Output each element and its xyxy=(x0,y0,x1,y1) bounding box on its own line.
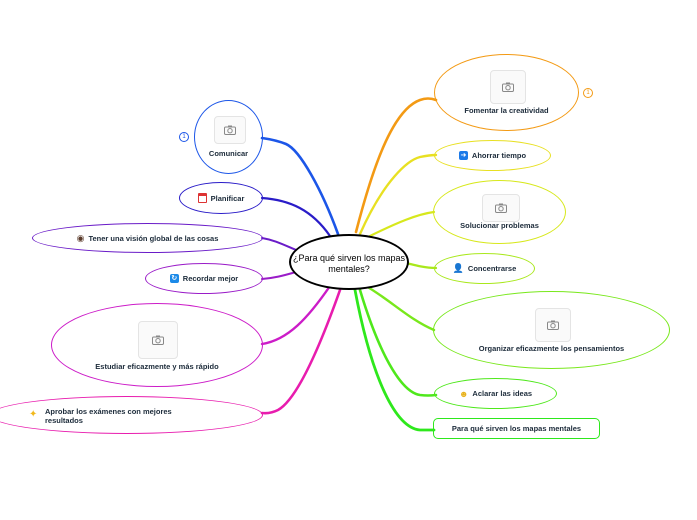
branch-para-que xyxy=(353,288,436,432)
topic-aprobar-label: Aprobar los exámenes con mejores resulta… xyxy=(45,407,172,425)
topic-comunicar[interactable]: Comunicar xyxy=(194,100,263,174)
branch-organizar xyxy=(364,284,436,332)
branch-fomentar xyxy=(354,97,438,234)
camera-icon xyxy=(534,308,571,342)
branch-comunicar xyxy=(260,136,340,236)
topic-vision[interactable]: ◉ Tener una visión global de las cosas xyxy=(32,223,263,253)
topic-comunicar-label: Comunicar xyxy=(208,149,249,158)
topic-para-que-label: Para qué sirven los mapas mentales xyxy=(451,424,582,433)
topic-aprobar[interactable]: ✦ Aprobar los exámenes con mejores resul… xyxy=(0,396,263,434)
arrow-right-icon: ➜ xyxy=(458,151,468,160)
topic-concentrarse-label: Concentrarse xyxy=(467,264,517,273)
topic-aclarar-label: Aclarar las ideas xyxy=(472,389,533,398)
eye-icon: ◉ xyxy=(76,232,85,243)
camera-icon xyxy=(481,194,520,222)
fomentar-count-badge[interactable]: 1 xyxy=(583,88,593,98)
topic-ahorrar-label: Ahorrar tiempo xyxy=(471,151,527,160)
topic-fomentar-label: Fomentar la creatividad xyxy=(464,106,549,115)
topic-estudiar[interactable]: Estudiar eficazmente y más rápido xyxy=(51,303,263,387)
branch-planificar xyxy=(260,196,332,238)
central-topic-label: ¿Para qué sirven los mapas mentales? xyxy=(292,253,406,274)
calendar-icon xyxy=(197,193,207,203)
star-icon: ✦ xyxy=(29,409,38,420)
smiley-icon: ☻ xyxy=(458,388,469,399)
comunicar-count-badge[interactable]: 1 xyxy=(179,132,189,142)
branch-aclarar xyxy=(358,288,438,397)
camera-icon xyxy=(489,70,526,104)
branch-solucionar xyxy=(364,210,436,240)
branch-estudiar xyxy=(260,284,332,346)
topic-aclarar[interactable]: ☻ Aclarar las ideas xyxy=(434,378,557,409)
topic-concentrarse[interactable]: 👤 Concentrarse xyxy=(434,253,535,284)
topic-recordar-label: Recordar mejor xyxy=(182,274,239,283)
camera-icon xyxy=(138,321,178,359)
topic-organizar-label: Organizar eficazmente los pensamientos xyxy=(478,344,625,353)
branch-vision xyxy=(261,237,297,251)
person-icon: 👤 xyxy=(452,263,464,273)
topic-solucionar[interactable]: Solucionar problemas xyxy=(433,180,566,244)
branch-ahorrar xyxy=(358,153,438,236)
topic-organizar[interactable]: Organizar eficazmente los pensamientos xyxy=(433,291,670,369)
refresh-icon: ↻ xyxy=(169,274,179,283)
topic-planificar[interactable]: Planificar xyxy=(179,182,263,214)
topic-para-que[interactable]: Para qué sirven los mapas mentales xyxy=(433,418,600,439)
central-topic[interactable]: ¿Para qué sirven los mapas mentales? xyxy=(289,234,409,290)
topic-planificar-label: Planificar xyxy=(210,193,245,203)
topic-ahorrar[interactable]: ➜ Ahorrar tiempo xyxy=(434,140,551,171)
branch-recordar xyxy=(261,271,297,280)
topic-vision-label: Tener una visión global de las cosas xyxy=(88,233,219,243)
topic-fomentar[interactable]: Fomentar la creatividad xyxy=(434,54,579,131)
topic-solucionar-label: Solucionar problemas xyxy=(460,221,539,230)
topic-recordar[interactable]: ↻ Recordar mejor xyxy=(145,263,263,294)
branch-aprobar xyxy=(260,288,342,415)
camera-icon xyxy=(213,116,246,144)
topic-estudiar-label: Estudiar eficazmente y más rápido xyxy=(95,362,219,371)
